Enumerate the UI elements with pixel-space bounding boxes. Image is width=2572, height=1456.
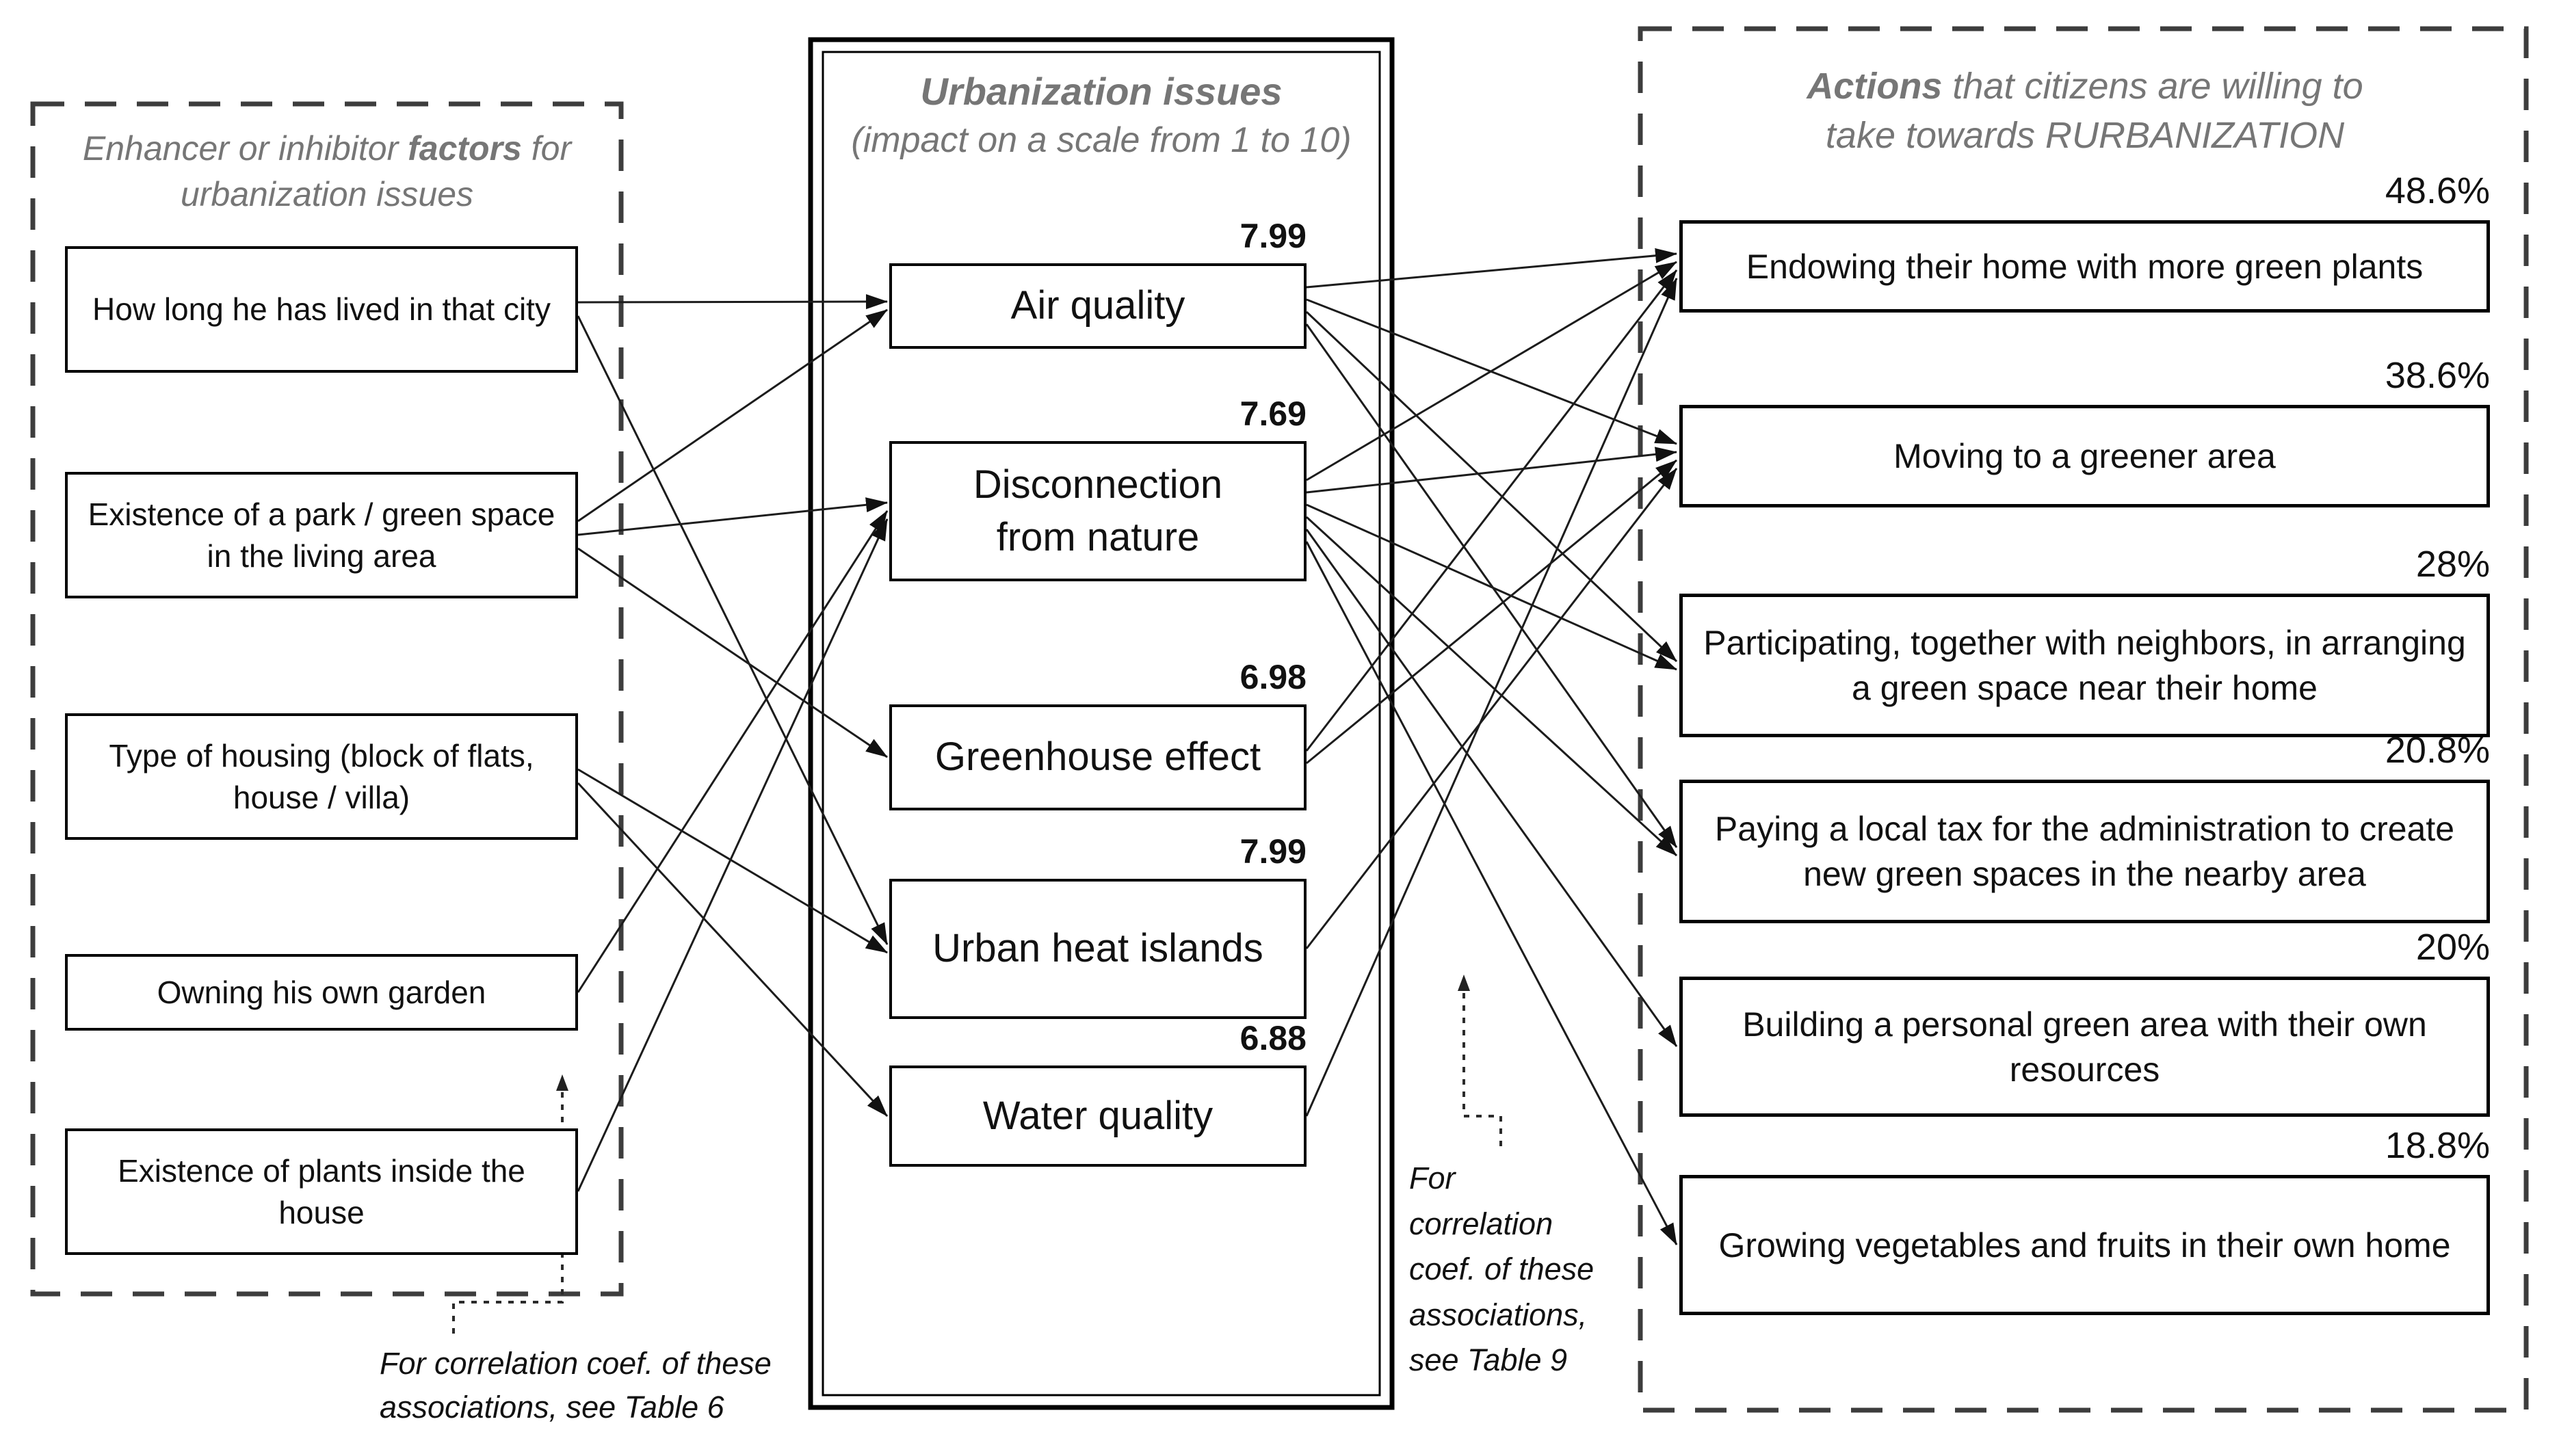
factors-title-post: for [521,129,572,168]
factor-label: Owning his own garden [157,974,486,1010]
action-pct-participating: 28% [2415,544,2490,585]
edge-gh-a2 [1306,459,1677,765]
action-label: Moving to a greener area [1893,437,2276,475]
action-label: Endowing their home with more green plan… [1746,247,2424,286]
action-box-participating-neighbors: Participating, together with neighbors, … [1679,594,2490,737]
issues-title-line2: (impact on a scale from 1 to 10) [851,120,1352,161]
issue-score-air: 7.99 [1239,217,1307,255]
action-label: Building a personal green area with thei… [1742,1005,2427,1089]
factor-box-residence-length: How long he has lived in that city [65,246,578,373]
actions-title-line2: take towards RURBANIZATION [1825,115,2345,157]
action-pct-paying-tax: 20.8% [2385,730,2490,771]
action-label: Growing vegetables and fruits in their o… [1718,1226,2451,1265]
action-box-endowing-plants: Endowing their home with more green plan… [1679,220,2490,313]
edge-uhi-a2 [1305,468,1678,949]
issue-score-greenhouse: 6.98 [1239,658,1307,696]
edge-disc-a2 [1306,447,1677,494]
table9-line4: associations, [1409,1297,1588,1332]
edge-disc-a5 [1305,529,1678,1047]
edge-air-a1 [1306,248,1677,289]
action-pct-moving: 38.6% [2385,355,2490,396]
issues-panel-border-outer [808,37,1395,1410]
issue-box-urban-heat: Urban heat islands [889,879,1307,1019]
actions-title-line1: Actions that citizens are willing to [1661,62,2509,111]
factors-title-pre: Enhancer or inhibitor [82,129,408,168]
edge-f1-uhi [577,315,889,945]
factors-title-line1: Enhancer or inhibitor factors for [47,126,607,172]
issues-panel-title: Urbanization issues (impact on a scale f… [828,66,1375,165]
action-box-paying-tax: Paying a local tax for the administratio… [1679,780,2490,923]
issue-score-urban-heat: 7.99 [1239,832,1307,871]
association-arrows [577,248,1678,1245]
issue-label: Greenhouse effect [934,734,1261,780]
edge-f3-uhi [577,768,888,954]
edge-disc-a1 [1306,261,1677,481]
table9-line5: see Table 9 [1409,1342,1568,1378]
issue-label: Air quality [1010,283,1185,328]
actions-title-bold: Actions [1807,66,1943,107]
table9-line2: correlation [1409,1206,1553,1241]
action-box-building-green-area: Building a personal green area with thei… [1679,977,2490,1117]
action-pct-building-green-area: 20% [2415,927,2490,968]
action-pct-endowing: 48.6% [2385,170,2490,211]
action-pct-growing-vegetables: 18.8% [2385,1125,2490,1166]
table6-annotation: For correlation coef. of these associati… [380,1342,872,1429]
table9-annotation-arrow [1458,975,1502,1146]
issue-label: Water quality [982,1093,1213,1138]
factor-box-park-existence: Existence of a park / green space in the… [65,472,578,598]
edge-air-a3 [1305,310,1678,663]
table9-line1: For [1409,1161,1456,1195]
issue-box-greenhouse: Greenhouse effect [889,704,1307,810]
edge-f4-disc [577,510,889,993]
issues-title-line1: Urbanization issues [920,70,1283,113]
issue-score-water: 6.88 [1239,1019,1307,1057]
table9-line3: coef. of these [1409,1252,1595,1287]
table6-line2: associations, see Table 6 [380,1389,724,1425]
edge-disc-a3 [1306,503,1677,671]
factor-box-own-garden: Owning his own garden [65,954,578,1031]
edge-f5-disc [577,518,889,1192]
factors-title-bold: factors [408,129,522,168]
edge-gh-a1 [1305,269,1678,752]
edge-disc-a4 [1305,516,1678,857]
actions-panel-border [1638,26,2529,1413]
actions-title-post: that citizens are willing to [1942,66,2363,107]
issue-box-air-quality: Air quality [889,263,1307,349]
issue-box-water-quality: Water quality [889,1065,1307,1167]
action-box-growing-vegetables: Growing vegetables and fruits in their o… [1679,1175,2490,1315]
edge-air-a4 [1305,323,1678,848]
issue-label: Disconnection from nature [973,462,1223,559]
factor-box-housing-type: Type of housing (block of flats, house /… [65,713,578,840]
factor-label: Existence of a park / green space in the… [88,496,555,574]
table9-annotation: For correlation coef. of these associati… [1409,1156,1635,1384]
action-label: Participating, together with neighbors, … [1703,624,2466,707]
factor-label: Existence of plants inside the house [118,1152,525,1230]
issues-panel-border-inner [822,51,1381,1397]
edge-disc-a6 [1305,541,1678,1245]
factor-label: How long he has lived in that city [92,291,551,328]
actions-panel-title: Actions that citizens are willing to tak… [1661,62,2509,161]
edge-water-a1 [1305,278,1678,1117]
issue-box-disconnection: Disconnection from nature [889,441,1307,581]
factors-title-line2: urbanization issues [180,175,474,213]
factor-box-indoor-plants: Existence of plants inside the house [65,1128,578,1255]
edge-f2-air [577,308,888,522]
edge-f2-gh [577,547,888,758]
factor-label: Type of housing (block of flats, house /… [109,737,534,815]
action-label: Paying a local tax for the administratio… [1714,810,2455,893]
table6-line1: For correlation coef. of these [380,1346,772,1381]
action-box-moving-greener: Moving to a greener area [1679,405,2490,507]
table6-annotation-arrow [452,1074,568,1334]
edge-f3-water [577,782,889,1117]
issue-label: Urban heat islands [932,926,1263,971]
issue-score-disconnection: 7.69 [1239,395,1307,433]
edge-f2-disc [577,497,888,536]
factors-panel-title: Enhancer or inhibitor factors for urbani… [47,126,607,217]
